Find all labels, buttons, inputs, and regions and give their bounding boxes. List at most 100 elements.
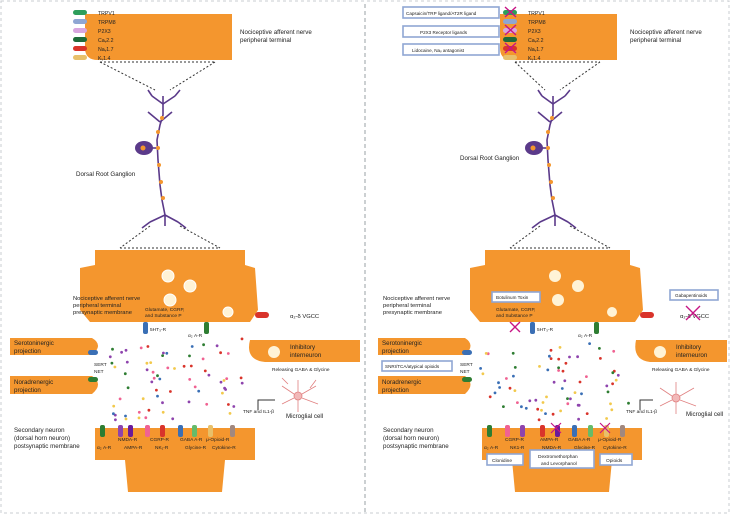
vgcc-channel [255,312,269,318]
inhibitory-label: Inhibitory [290,344,316,351]
neurotransmitter-dot [557,366,560,370]
vesicle-label: and Substance P [496,313,533,319]
neurotransmitter-dots [108,337,244,422]
neurotransmitter-dot [123,372,127,376]
neurotransmitter-dot [610,408,614,412]
receptor-list: TRPV1 TRPM8 P2X3 Caᵥ2.2 Naᵥ1.7 Kᵥ1.4 [73,10,116,62]
neurotransmitter-dot [227,403,230,406]
presynaptic-terminal [470,250,643,322]
neurotransmitter-dot [162,351,165,355]
drug-box: Lidocaine, Naᵥ antagonist [402,43,500,56]
neurotransmitter-dot [156,394,159,398]
neurotransmitter-dot [124,348,128,352]
post-receptor-label: AMPA-R [540,437,559,443]
releasing-label: Releasing GABA & Glycine [272,367,330,373]
sert-transporter [462,350,472,355]
synaptic-vesicles [549,270,617,317]
drug-box: Capsaicin/TRP ligand/AT2R ligand [402,6,500,19]
drg-label: Dorsal Root Ganglion [76,171,136,178]
neurotransmitter-dot [232,405,236,408]
neurotransmitter-dot [240,337,244,341]
serotonergic-label: Serotoninergic [382,340,422,347]
drug-box: Opioids [599,453,633,466]
vesicle-label: and Substance P [145,313,182,319]
post-receptor-label: AMPA-R [124,445,143,451]
neurotransmitter-dot [577,417,580,421]
neurotransmitter-dot [118,397,122,401]
neurotransmitter-dot [240,381,244,385]
block-mark [509,321,521,333]
right-panel: Capsaicin/TRP ligand/AT2R ligand P2X3 Re… [378,6,727,492]
post-receptor-label: Cytokine-R [212,445,236,451]
serotonergic-label: projection [382,348,409,355]
neurotransmitter-dot [537,418,541,422]
neurotransmitter-dot [189,364,193,368]
neurotransmitter-dot [484,352,488,355]
neurotransmitter-dot [161,410,165,414]
inhibitory-label: Inhibitory [676,344,702,351]
kv-channel [73,55,87,60]
post-receptor-label: NMDA-R [118,437,138,443]
noradrenergic-label: projection [14,387,41,394]
neurotransmitter-dot [161,354,165,357]
postsynaptic-receptors [100,425,235,437]
tnf-label: TNF and IL1-β [243,409,274,415]
drug-box: Dextromethorphan and Levorphanol [529,449,595,469]
peripheral-terminal [85,14,232,60]
neurotransmitter-dot [182,364,186,368]
neurotransmitter-dot [585,412,589,415]
neurotransmitter-dot [606,390,610,394]
neurotransmitter-dot [502,405,505,408]
neurotransmitter-dot [110,361,114,365]
neurotransmitter-dot [611,371,615,375]
drug-box: Clonidine [486,453,524,466]
neurotransmitter-dot [498,386,501,389]
neurotransmitter-dot [551,412,555,416]
drg-neuron [141,89,187,229]
neurotransmitter-dot [144,416,148,420]
microglial-label: Microglial cell [686,411,723,418]
secondary-label: (dorsal horn neuron) [14,435,70,442]
presynaptic-label: presynaptic membrane [383,310,442,316]
neurotransmitter-dot [605,384,609,388]
neurotransmitter-dot [612,349,616,353]
neurotransmitter-dot [205,402,209,406]
neurotransmitter-dot [125,360,129,364]
neurotransmitter-dot [505,377,508,380]
vgcc-label: α₂-δ VGCC [680,314,709,320]
neurotransmitter-dot [215,344,219,348]
neurotransmitter-dot [513,366,517,369]
drug-label: SNRI/TCA/atypical opioids [385,364,440,369]
neurotransmitter-dot [146,345,150,348]
neurotransmitter-dot [188,378,192,381]
neurotransmitter-dot [536,407,540,411]
neurotransmitter-dot [108,355,112,359]
neurotransmitter-dot [202,343,206,347]
neurotransmitter-dot [171,417,175,421]
neurotransmitter-dot [534,398,538,402]
secondary-label: (dorsal horn neuron) [383,435,439,442]
neurotransmitter-dot [548,354,551,358]
neurotransmitter-dot [165,351,169,355]
neurotransmitter-dot [224,388,228,391]
receptor-list: TRPV1 TRPM8 P2X3 Caᵥ2.2 Naᵥ1.7 Kᵥ1.4 [503,10,546,62]
neurotransmitter-dot [585,375,588,378]
sert-transporter [88,350,98,355]
interneuron-vesicle [268,346,280,358]
receptor-label: Naᵥ1.7 [528,47,544,53]
secondary-label: postsynaptic membrane [383,443,449,450]
microglial-cell [281,377,319,412]
neurotransmitter-dot [549,348,553,352]
drg-nucleus [530,145,536,151]
neurotransmitter-dot [511,351,515,355]
neurotransmitter-dot [524,406,528,410]
neurotransmitter-dot [147,408,151,412]
neurotransmitter-dot [203,369,207,373]
tnf-label: TNF and IL1-β [626,409,657,415]
neurotransmitter-dot [201,357,205,361]
neurotransmitter-dot [239,376,243,380]
neurotransmitter-dot [573,391,577,394]
neurotransmitter-dot [538,365,541,368]
neurotransmitter-dot [150,380,154,384]
neurotransmitter-dot [156,374,159,378]
